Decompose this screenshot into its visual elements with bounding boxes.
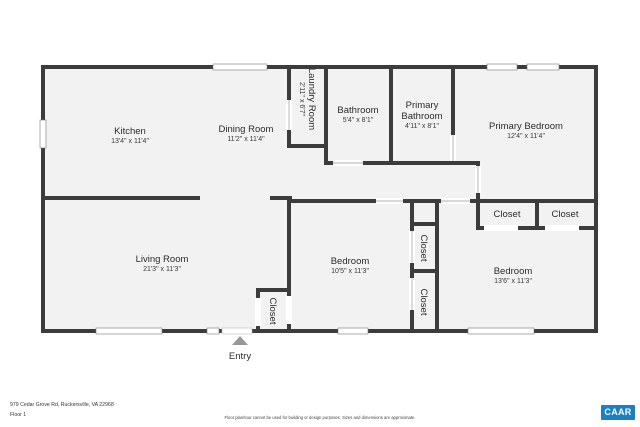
closet-label: Closet [494,209,521,220]
living-room-dims: 21'3" x 11'3" [143,266,181,273]
entry-arrow-icon [232,336,248,345]
bedroom-name: Bedroom [494,266,533,277]
door-lines [288,100,479,310]
closet-label: Closet [267,298,278,325]
primary-bathroom-name-line1: Primary [406,100,439,111]
primary-bedroom-dims: 12'4" x 11'4" [507,133,545,140]
floor-label: Floor 1 [10,412,27,418]
property-address: 979 Cedar Grove Rd, Ruckersville, VA 229… [10,402,114,408]
disclaimer: Floor plan/tour cannot be used for build… [224,415,416,420]
closet-label: Closet [418,289,429,316]
caar-logo: CAAR [601,405,635,420]
dining-room-dims: 11'2" x 11'4" [227,136,265,143]
kitchen-name: Kitchen [114,126,146,137]
entry-label: Entry [229,351,251,362]
walls [41,65,598,333]
bedroom-dims: 13'6" x 11'3" [494,278,532,285]
dining-room-name: Dining Room [219,124,274,135]
bedroom-name: Bedroom [331,256,370,267]
windows [39,63,560,335]
bedroom-dims: 10'5" x 11'3" [331,268,369,275]
bathroom-dims: 5'4" x 8'1" [343,117,374,124]
primary-bedroom-name: Primary Bedroom [489,121,563,132]
primary-bathroom-name-line2: Bathroom [401,111,442,122]
kitchen-dims: 13'4" x 11'4" [111,138,149,145]
bathroom-name: Bathroom [337,105,378,116]
laundry-room-name: Laundry Room [306,68,317,130]
laundry-room-dims: 2'11" x 6'7" [298,82,305,116]
closet-label: Closet [418,235,429,262]
primary-bathroom-dims: 4'11" x 8'1" [405,123,439,130]
closet-label: Closet [552,209,579,220]
living-room-name: Living Room [136,254,189,265]
